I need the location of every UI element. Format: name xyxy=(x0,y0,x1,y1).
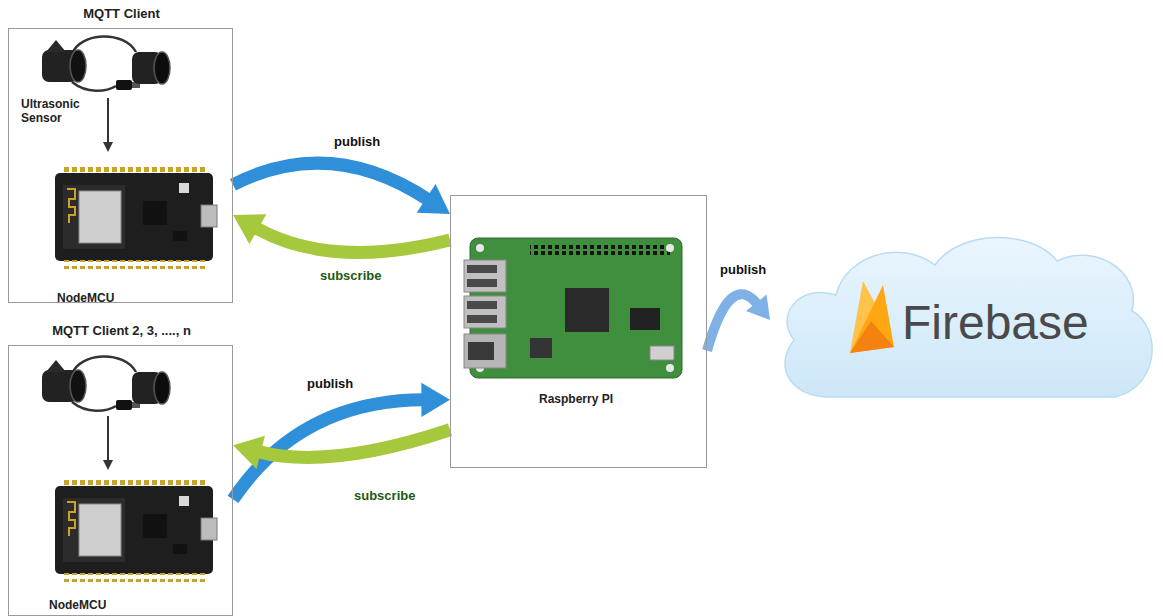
arrow-head xyxy=(417,184,450,214)
arrow-body xyxy=(233,163,429,200)
cloud-label: Firebase xyxy=(902,295,1142,351)
mqtt-arrow xyxy=(233,163,450,214)
board-label: NodeMCU xyxy=(57,291,157,305)
ultrasonic-sensor xyxy=(42,356,170,410)
edge-label: publish xyxy=(305,376,355,391)
broker-label: Raspberry PI xyxy=(451,392,701,406)
edge-label: publish xyxy=(332,134,382,149)
raspberry-pi-board xyxy=(464,238,682,378)
arrow-head xyxy=(233,436,265,469)
client-box: MQTT Client 2, 3, ...., nNodeMCU xyxy=(8,345,233,616)
mqtt-arrow xyxy=(233,383,450,500)
sensor-label: Ultrasonic Sensor xyxy=(21,97,93,125)
client-box: MQTT ClientUltrasonic SensorNodeMCU xyxy=(8,28,233,303)
board-label: NodeMCU xyxy=(49,598,149,612)
nodemcu-board xyxy=(55,478,217,582)
cloud-shape-path xyxy=(785,237,1152,397)
flow-arrow xyxy=(103,416,113,470)
arrow-head xyxy=(421,383,450,417)
arrow-body xyxy=(707,294,758,350)
mqtt-arrow xyxy=(233,214,450,252)
edge-label: publish xyxy=(718,262,768,277)
mqtt-arrow xyxy=(233,430,450,469)
client-title: MQTT Client 2, 3, ...., n xyxy=(9,323,234,338)
nodemcu-board xyxy=(55,165,217,269)
arrow-body xyxy=(258,430,450,458)
arrow-body xyxy=(255,228,450,253)
arrow-head xyxy=(746,295,770,320)
mqtt-arrow xyxy=(707,294,770,350)
arrow-head xyxy=(233,214,266,244)
edge-label: subscribe xyxy=(352,488,417,503)
firebase-flame xyxy=(850,321,894,353)
cloud-shape: Firebase xyxy=(770,225,1160,415)
client-title: MQTT Client xyxy=(9,6,234,21)
flow-arrow xyxy=(103,98,113,152)
firebase-flame xyxy=(850,285,894,353)
ultrasonic-sensor xyxy=(42,36,170,90)
broker-box: Raspberry PI xyxy=(450,195,707,468)
edge-label: subscribe xyxy=(318,268,383,283)
